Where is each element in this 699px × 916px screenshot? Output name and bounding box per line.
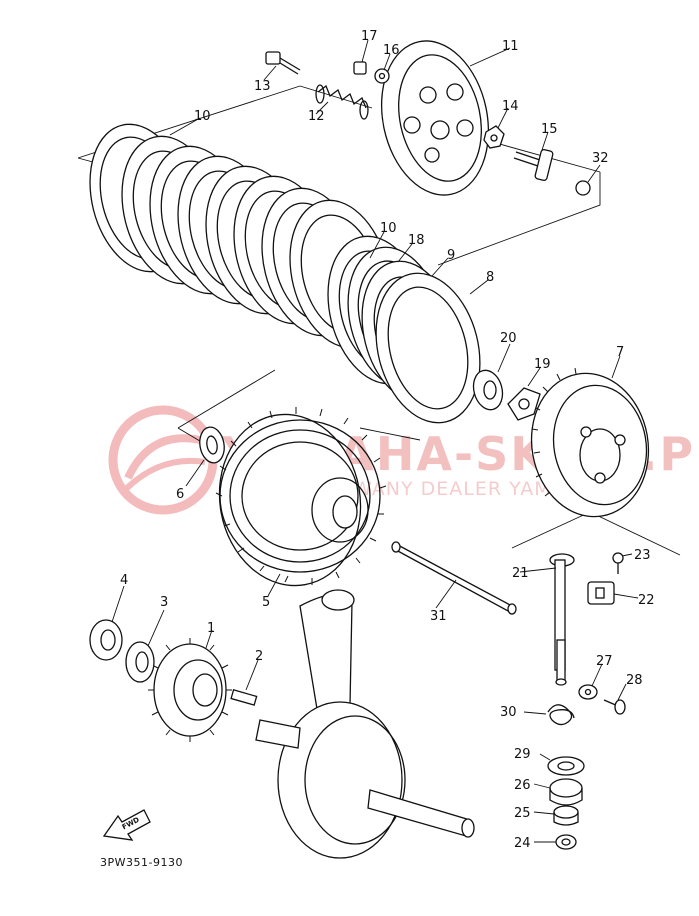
callout-21: 21 bbox=[512, 566, 529, 581]
lock-washer-19 bbox=[507, 387, 541, 421]
callout-29: 29 bbox=[514, 747, 531, 762]
lock-washer-3 bbox=[125, 641, 155, 683]
thrust-washer-6 bbox=[199, 426, 225, 464]
callout-24: 24 bbox=[514, 836, 531, 851]
clutch-plate-stack bbox=[89, 123, 481, 424]
nut-24 bbox=[555, 834, 577, 850]
washer-27 bbox=[578, 684, 598, 700]
housing-teeth bbox=[215, 407, 387, 585]
plates-series bbox=[121, 135, 391, 349]
callout-8: 8 bbox=[486, 270, 494, 285]
friction-plate-8 bbox=[375, 272, 481, 424]
callout-22: 22 bbox=[638, 593, 655, 608]
callout-25: 25 bbox=[514, 806, 531, 821]
callout-12: 12 bbox=[308, 109, 325, 124]
callout-10-upper: 10 bbox=[194, 109, 211, 124]
callout-7: 7 bbox=[616, 345, 624, 360]
lock-nut-14 bbox=[483, 125, 505, 149]
callout-13: 13 bbox=[254, 79, 271, 94]
callout-23: 23 bbox=[634, 548, 651, 563]
ball-32 bbox=[575, 180, 591, 196]
callout-labels: 1 2 3 4 5 6 7 8 9 10 10 11 12 13 14 15 1… bbox=[120, 29, 655, 851]
nut-4 bbox=[89, 619, 123, 661]
pressure-plate-11 bbox=[380, 40, 490, 196]
callout-18: 18 bbox=[408, 233, 425, 248]
callout-11: 11 bbox=[502, 39, 519, 54]
callout-28: 28 bbox=[626, 673, 643, 688]
callout-5: 5 bbox=[262, 595, 270, 610]
nut-17 bbox=[353, 61, 367, 75]
bearing-20 bbox=[472, 369, 504, 411]
callout-9: 9 bbox=[447, 248, 455, 263]
screw-28 bbox=[603, 699, 626, 715]
clutch-boss-7 bbox=[530, 367, 650, 518]
callout-26: 26 bbox=[514, 778, 531, 793]
clutch-housing-5 bbox=[215, 407, 387, 587]
callout-6: 6 bbox=[176, 487, 184, 502]
crankshaft bbox=[255, 589, 475, 859]
callout-15: 15 bbox=[541, 122, 558, 137]
push-rod-31 bbox=[391, 541, 517, 615]
primary-drive-gear-1 bbox=[148, 638, 232, 742]
screw-23 bbox=[612, 552, 624, 574]
push-rod-15 bbox=[513, 148, 554, 182]
clutch-spring-12 bbox=[315, 84, 369, 120]
callout-3: 3 bbox=[160, 595, 168, 610]
callout-2: 2 bbox=[255, 649, 263, 664]
diagram-code: 3PW351-9130 bbox=[100, 856, 183, 869]
callout-17: 17 bbox=[361, 29, 378, 44]
bearing-25 bbox=[553, 805, 579, 826]
oil-seal-26 bbox=[549, 778, 583, 806]
fwd-arrow-icon: FWD bbox=[102, 809, 151, 841]
guide-22 bbox=[587, 581, 615, 605]
woodruff-key-2 bbox=[230, 689, 258, 706]
spring-30 bbox=[547, 704, 575, 726]
washer-16 bbox=[374, 68, 390, 84]
callout-20: 20 bbox=[500, 331, 517, 346]
seal-29 bbox=[547, 756, 585, 776]
callout-16: 16 bbox=[383, 43, 400, 58]
callout-32: 32 bbox=[592, 151, 609, 166]
push-lever-shaft-21 bbox=[549, 553, 575, 686]
callout-19: 19 bbox=[534, 357, 551, 372]
callout-27: 27 bbox=[596, 654, 613, 669]
callout-1: 1 bbox=[207, 621, 215, 636]
callout-31: 31 bbox=[430, 609, 447, 624]
callout-14: 14 bbox=[502, 99, 519, 114]
watermark-logo bbox=[108, 405, 218, 515]
callout-10-lower: 10 bbox=[380, 221, 397, 236]
boss-teeth bbox=[531, 367, 577, 497]
callout-30: 30 bbox=[500, 705, 517, 720]
callout-4: 4 bbox=[120, 573, 128, 588]
leader-lines bbox=[111, 39, 639, 843]
bolt-13 bbox=[265, 51, 301, 75]
